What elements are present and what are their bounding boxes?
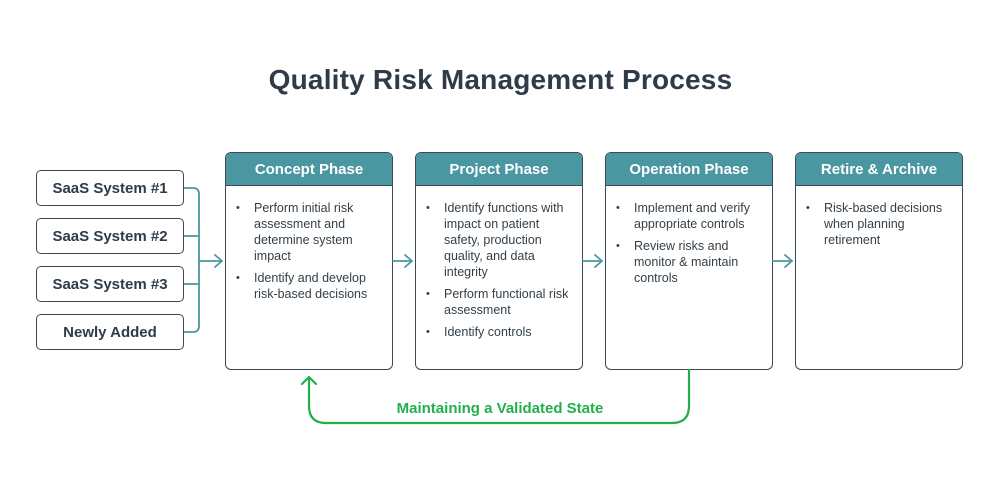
bullet-item: Risk-based decisions when planning retir…: [806, 200, 952, 248]
diagram-title: Quality Risk Management Process: [268, 64, 733, 95]
phase-box-concept: Concept Phase Perform initial risk asses…: [225, 152, 393, 370]
bullet-item: Review risks and monitor & maintain cont…: [616, 238, 762, 286]
system-label: SaaS System #3: [52, 275, 168, 293]
phase-bullets-project: Identify functions with impact on patien…: [416, 186, 582, 340]
phase-bullets-concept: Perform initial risk assessment and dete…: [226, 186, 392, 302]
arrow-project-to-operation: [582, 254, 603, 268]
system-label: Newly Added: [63, 323, 157, 341]
phase-bullets-retire: Risk-based decisions when planning retir…: [796, 186, 962, 248]
system-merge-bracket: [184, 187, 200, 333]
system-box-saas-1: SaaS System #1: [36, 170, 184, 206]
system-label: SaaS System #1: [52, 179, 168, 197]
bullet-item: Identify and develop risk-based decision…: [236, 270, 382, 302]
bullet-item: Perform functional risk assessment: [426, 286, 572, 318]
arrow-concept-to-project: [392, 254, 413, 268]
bracket-line: [184, 187, 200, 333]
system-box-saas-2: SaaS System #2: [36, 218, 184, 254]
system-box-saas-3: SaaS System #3: [36, 266, 184, 302]
phase-bullets-operation: Implement and verify appropriate control…: [606, 186, 772, 286]
arrow-operation-to-retire: [772, 254, 793, 268]
bullet-item: Identify controls: [426, 324, 572, 340]
phase-header-operation: Operation Phase: [606, 153, 772, 186]
system-box-newly-added: Newly Added: [36, 314, 184, 350]
phase-header-retire: Retire & Archive: [796, 153, 962, 186]
loop-arrow-validated-state: [300, 368, 691, 425]
bullet-item: Perform initial risk assessment and dete…: [236, 200, 382, 264]
phase-header-project: Project Phase: [416, 153, 582, 186]
phase-header-concept: Concept Phase: [226, 153, 392, 186]
system-label: SaaS System #2: [52, 227, 168, 245]
phase-box-retire: Retire & Archive Risk-based decisions wh…: [795, 152, 963, 370]
loop-label: Maintaining a Validated State: [330, 400, 670, 417]
bullet-item: Implement and verify appropriate control…: [616, 200, 762, 232]
arrow-systems-to-concept: [198, 254, 223, 268]
bullet-item: Identify functions with impact on patien…: [426, 200, 572, 280]
